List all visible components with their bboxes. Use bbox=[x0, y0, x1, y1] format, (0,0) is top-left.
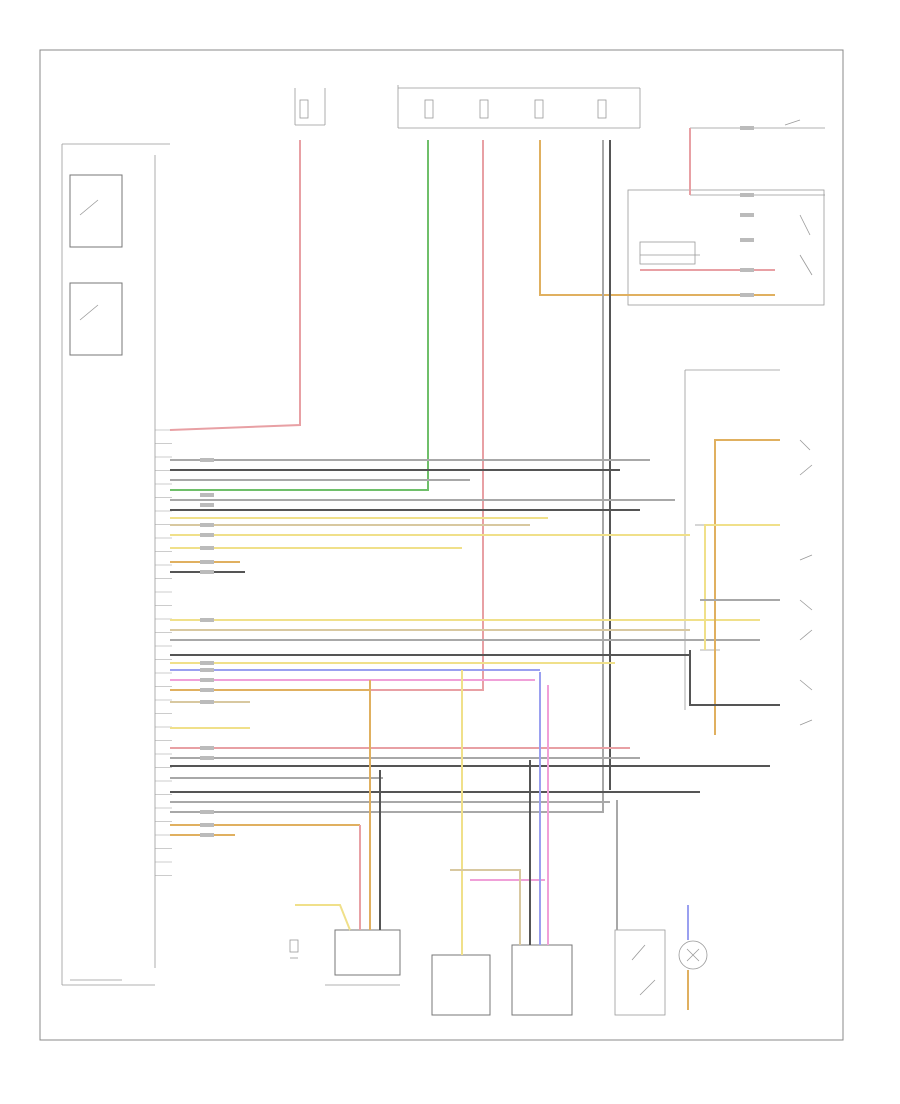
wire-tag-4 bbox=[200, 523, 214, 527]
wire-tag-5 bbox=[200, 533, 214, 537]
wire-tag-10 bbox=[200, 661, 214, 665]
wire-red-feed-center bbox=[170, 140, 484, 691]
wire-labels bbox=[200, 126, 754, 837]
wire-tag-17 bbox=[200, 810, 214, 814]
fuse-group-center bbox=[397, 85, 641, 129]
sensor-bracket-right bbox=[684, 369, 813, 726]
wire-orange-sensor-1 bbox=[714, 439, 780, 735]
wire-tag-2 bbox=[200, 493, 214, 497]
relay-tag-6 bbox=[740, 293, 754, 297]
wire-tag-7 bbox=[200, 560, 214, 564]
wires bbox=[169, 128, 780, 1010]
relay-tag-5 bbox=[740, 268, 754, 272]
wire-orange-feed bbox=[539, 140, 775, 296]
wire-tan-conn-2 bbox=[450, 869, 521, 945]
relay-tag-3 bbox=[740, 213, 754, 217]
sensor-bottom-left bbox=[289, 939, 299, 959]
wire-yellow-conn-1 bbox=[295, 904, 351, 931]
wire-tag-19 bbox=[200, 833, 214, 837]
connector-bottom-3 bbox=[511, 944, 573, 1016]
wire-tag-14 bbox=[200, 700, 214, 704]
wire-yellow-sensor-2 bbox=[704, 524, 780, 650]
wire-tag-9 bbox=[200, 618, 214, 622]
connector-bottom-1 bbox=[325, 929, 401, 986]
module-switch-1 bbox=[69, 174, 123, 248]
wire-tag-16 bbox=[200, 756, 214, 760]
relay-top-right bbox=[690, 119, 825, 196]
wire-tag-8 bbox=[200, 570, 214, 574]
wire-tag-18 bbox=[200, 823, 214, 827]
diagram-frame bbox=[39, 49, 844, 1041]
wire-tag-3 bbox=[200, 503, 214, 507]
relay-tag-2 bbox=[740, 193, 754, 197]
relay-tag-4 bbox=[740, 238, 754, 242]
control-module-left bbox=[61, 143, 170, 986]
wire-green-feed bbox=[170, 140, 429, 491]
module-pins bbox=[155, 429, 172, 876]
wire-tag-11 bbox=[200, 668, 214, 672]
switch-bottom-right bbox=[614, 929, 666, 1016]
wire-tag-1 bbox=[200, 458, 214, 462]
module-switch-2 bbox=[69, 282, 123, 356]
wire-tag-13 bbox=[200, 688, 214, 692]
wire-tag-6 bbox=[200, 546, 214, 550]
fuse-group-left bbox=[294, 88, 326, 126]
wire-red-feed-left bbox=[169, 140, 301, 431]
wire-tag-15 bbox=[200, 746, 214, 750]
wire-tag-12 bbox=[200, 678, 214, 682]
connector-bottom-2 bbox=[431, 954, 491, 1016]
lamp-bottom-right bbox=[678, 940, 708, 970]
relay-tag-1 bbox=[740, 126, 754, 130]
relay-switch-right bbox=[627, 189, 825, 306]
wire-dark-sensor-3 bbox=[689, 650, 780, 706]
wire-grey-feed bbox=[170, 140, 604, 813]
